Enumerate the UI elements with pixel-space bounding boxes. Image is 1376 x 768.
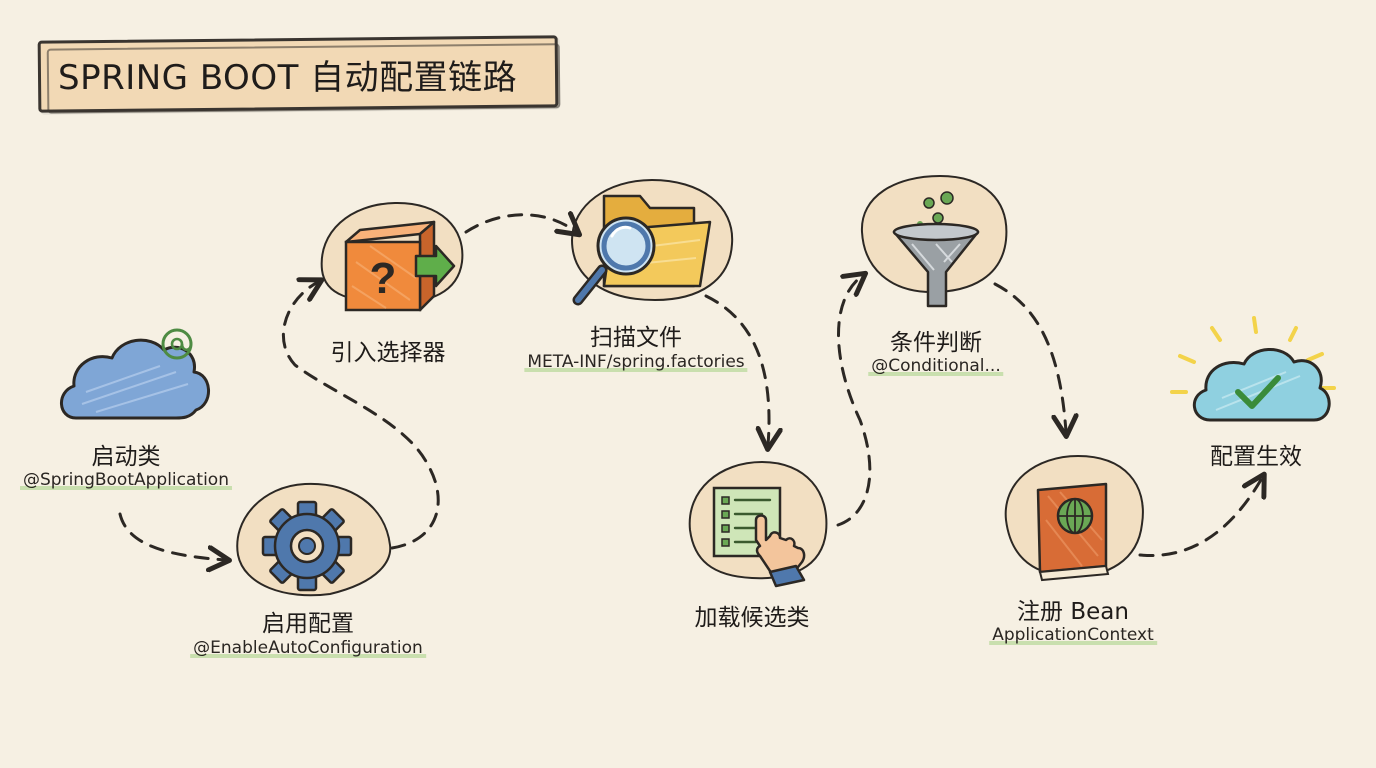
step-label-scan: 扫描文件 [590, 325, 682, 351]
connector-condition-register [993, 282, 1066, 432]
step-sub-startup: @SpringBootApplication [20, 470, 232, 492]
step-label-register: 注册 Bean [1017, 599, 1129, 625]
step-sub-condition: @Conditional... [868, 356, 1004, 378]
book-globe-icon [1036, 482, 1110, 582]
connector-enable-selector [281, 282, 440, 550]
step-sub-condition-text: @Conditional... [868, 356, 1004, 378]
step-sub-enable-text: @EnableAutoConfiguration [190, 638, 426, 660]
connector-startup-enable [118, 512, 225, 560]
step-sub-startup-text: @SpringBootApplication [20, 470, 232, 492]
step-label-enable: 启用配置 [262, 611, 354, 637]
cloud-at-icon [60, 328, 210, 420]
funnel-icon [892, 191, 980, 308]
gear-icon [261, 500, 353, 592]
connector-selector-scan [464, 215, 576, 232]
step-label-effective: 配置生效 [1210, 444, 1302, 470]
connector-scan-load [704, 294, 769, 445]
step-label-load: 加载候选类 [694, 605, 810, 631]
step-sub-register-text: ApplicationContext [989, 625, 1157, 647]
step-sub-scan-text: META-INF/spring.factories [524, 352, 748, 374]
step-label-condition: 条件判断 [890, 330, 982, 356]
step-sub-scan: META-INF/spring.factories [524, 352, 748, 374]
page-title: SPRING BOOT 自动配置链路 [58, 58, 518, 98]
question-box-arrow-icon: ? [344, 220, 456, 312]
svg-text:?: ? [370, 254, 397, 303]
folder-magnifier-icon [572, 194, 712, 306]
step-sub-register: ApplicationContext [989, 625, 1157, 647]
step-sub-enable: @EnableAutoConfiguration [190, 638, 426, 660]
step-label-startup: 启动类 [91, 444, 161, 470]
checklist-hand-icon [712, 486, 806, 588]
connectors [118, 215, 1262, 560]
cloud-check-icon [1170, 316, 1336, 422]
connector-load-condition [836, 276, 872, 527]
connector-register-effective [1138, 478, 1262, 558]
step-label-selector: 引入选择器 [330, 340, 446, 366]
